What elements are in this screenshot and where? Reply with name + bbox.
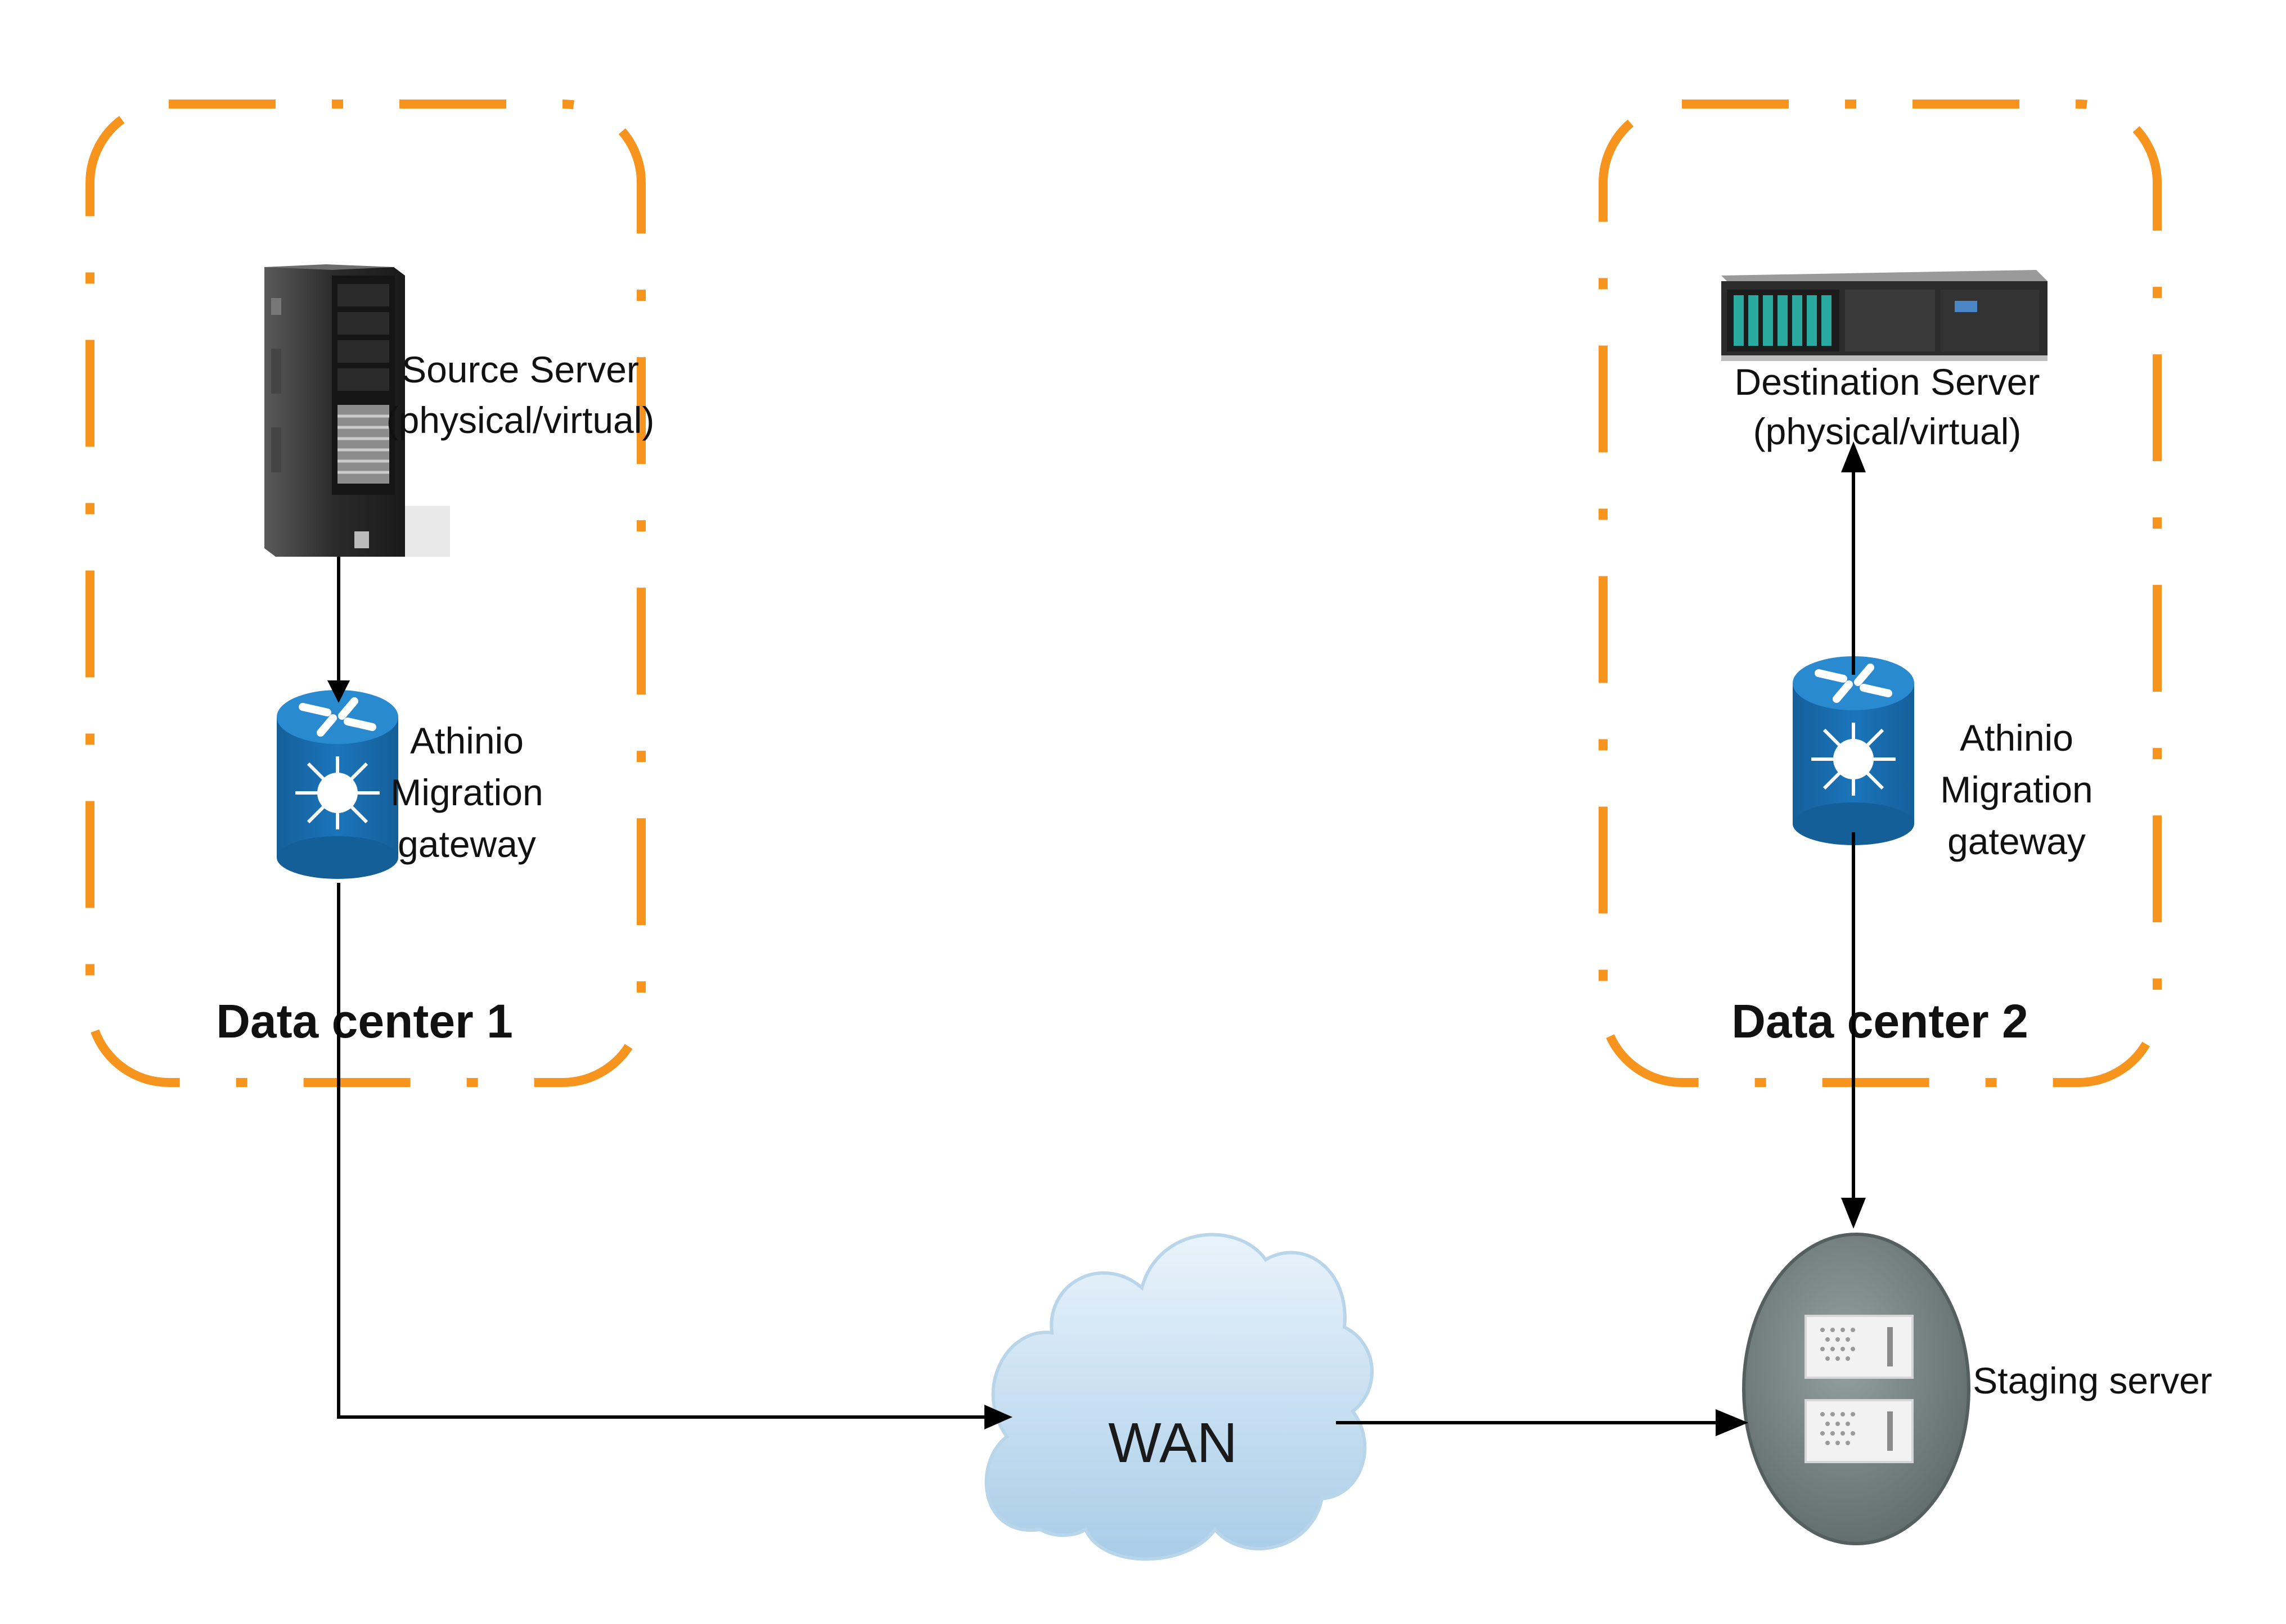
gateway-1-label-1: Athinio [410,720,524,761]
destination-server-icon [1721,270,2048,361]
wan-cloud-icon: WAN [984,1233,1374,1561]
gateway-1-label-2: Migration [390,772,543,813]
arrowhead-gateway-1 [327,680,350,703]
link-gateway-1-to-wan [337,883,990,1419]
gateway-2-label-3: gateway [1947,820,2086,862]
datacenter-1-label: Data center 1 [216,995,513,1048]
source-server-label-1: Source Server [402,349,639,390]
staging-server-icon [1742,1233,1970,1545]
gateway-2-router-icon [1793,656,1914,845]
source-server-icon [264,264,450,557]
arrowhead-wan [984,1405,1012,1429]
arrowhead-destination [1841,441,1866,472]
arrowhead-staging [1716,1409,1748,1436]
arrowhead-staging-top [1841,1198,1866,1229]
datacenter-1: Source Server (physical/virtual) Athinio… [86,100,655,1087]
gateway-2-label-2: Migration [1940,769,2092,810]
gateway-1-router-icon [277,690,398,879]
datacenter-1-border [86,100,646,1087]
gateway-1-label-3: gateway [398,823,536,865]
datacenter-2: Destination Server (physical/virtual) At… [1599,100,2162,1087]
connectors [327,441,1866,1436]
staging-server-label: Staging server [1973,1360,2212,1401]
gateway-2-label-1: Athinio [1960,717,2073,759]
wan-label: WAN [1108,1411,1238,1474]
source-server-label-2: (physical/virtual) [386,399,655,441]
datacenter-2-label: Data center 2 [1731,995,2028,1048]
destination-server-label-1: Destination Server [1735,361,2040,403]
destination-server-label-2: (physical/virtual) [1753,410,2022,452]
datacenter-2-border [1599,100,2162,1087]
